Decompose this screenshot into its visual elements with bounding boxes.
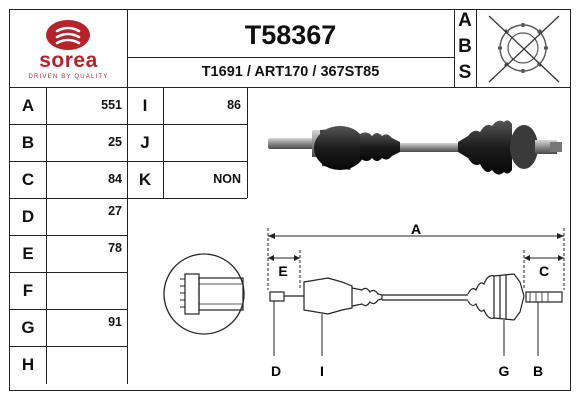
abs-divider <box>454 10 455 87</box>
spec-table-left: A 551 B 25 C 84 D 27 E 78 F G 91 H <box>10 87 127 384</box>
abs-letter-s: S <box>458 62 472 83</box>
shaft-outline <box>269 273 563 321</box>
dim-label-b: B <box>533 363 543 379</box>
dimension-diagram: A E C D I G B <box>163 221 565 379</box>
dim-label-i: I <box>320 363 324 379</box>
spec-label-f: F <box>22 281 34 300</box>
spec-value-c: 84 <box>108 172 122 186</box>
spline-end-view <box>163 253 245 335</box>
spec-label-k: K <box>138 170 152 189</box>
spec-value-d: 27 <box>108 204 122 218</box>
brand-name: sorea <box>39 49 98 72</box>
abs-crossed-ring-icon <box>488 15 560 83</box>
spec-label-e: E <box>22 244 34 263</box>
spec-value-g: 91 <box>108 315 122 329</box>
abs-letter-a: A <box>458 10 472 31</box>
spec-label-b: B <box>21 133 35 152</box>
brand-tagline: DRIVEN BY QUALITY <box>28 74 109 80</box>
left-column-divider <box>127 10 128 384</box>
dim-label-c: C <box>539 263 549 279</box>
dim-label-d: D <box>271 363 281 379</box>
abs-letter-divider <box>476 10 477 87</box>
spec-label-g: G <box>21 318 35 337</box>
spec-value-i: 86 <box>227 98 241 112</box>
spec-label-i: I <box>142 96 148 115</box>
spec-label-a: A <box>21 96 35 115</box>
abs-letter-b: B <box>458 36 472 57</box>
spec-label-h: H <box>21 355 35 374</box>
sorea-logo: sorea DRIVEN BY QUALITY <box>10 10 127 87</box>
part-number: T58367 <box>244 20 337 50</box>
spec-label-d: D <box>21 207 35 226</box>
spec-label-j: J <box>140 133 150 152</box>
datasheet: sorea DRIVEN BY QUALITY T58367 T1691 / A… <box>9 9 571 391</box>
drive-shaft-photo <box>268 120 562 175</box>
spec-value-a: 551 <box>101 98 122 112</box>
dim-label-g: G <box>499 363 510 379</box>
sorea-logo-mark <box>46 20 90 50</box>
spec-label-c: C <box>21 170 35 189</box>
dim-label-a: A <box>411 221 421 237</box>
spec-table-right: I 86 J K NON <box>127 87 248 199</box>
dim-label-e: E <box>278 263 287 279</box>
spec-value-b: 25 <box>108 135 122 149</box>
part-references: T1691 / ART170 / 367ST85 <box>201 64 380 80</box>
spec-value-k: NON <box>213 172 241 186</box>
header-bottom-divider <box>10 87 570 88</box>
spec-value-e: 78 <box>108 241 122 255</box>
header-mid-divider <box>127 57 454 58</box>
